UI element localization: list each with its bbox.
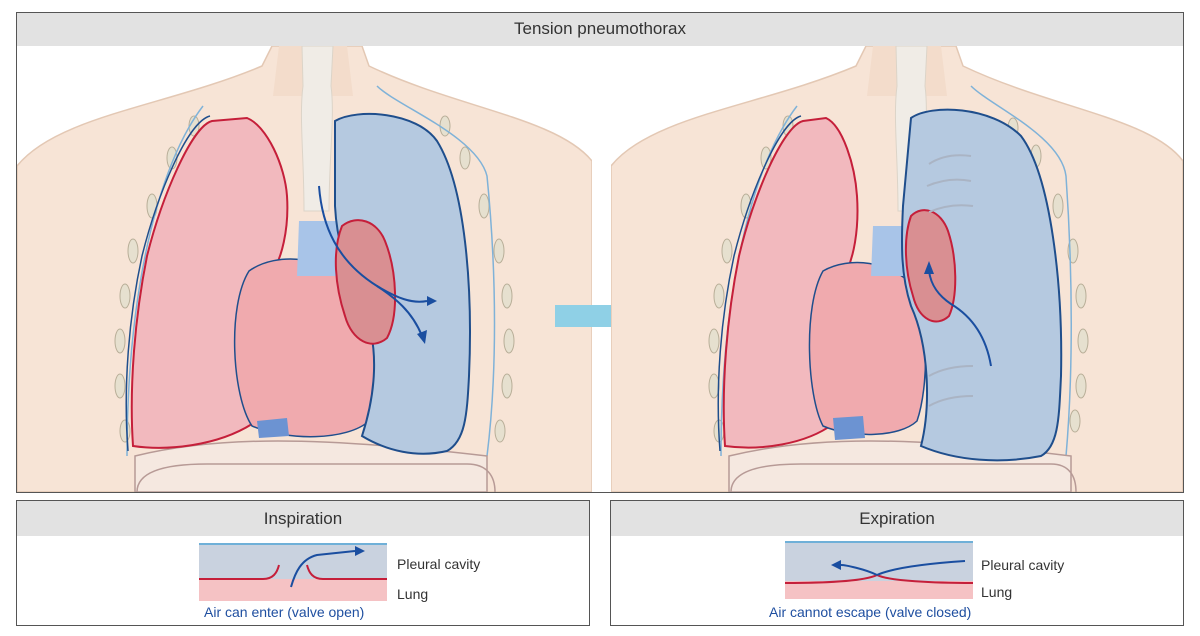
expiration-chest-panel (611, 46, 1183, 492)
lung-label: Lung (397, 586, 429, 602)
inspiration-chest-panel (17, 46, 592, 492)
expiration-detail-box: Expiration Pleural cavity Lung Air canno… (610, 500, 1184, 626)
airflow-arrowhead (924, 261, 934, 274)
vena-cava (833, 416, 865, 440)
abdomen-outline (730, 463, 1077, 492)
expiration-title: Expiration (611, 501, 1183, 536)
pleural-cavity-label: Pleural cavity (397, 556, 481, 572)
ribs-right (439, 115, 515, 443)
pleural-cavity-label: Pleural cavity (981, 557, 1065, 573)
outer-pleura-right (376, 85, 496, 457)
lung-left-pink (130, 116, 289, 449)
diagram-title: Tension pneumothorax (17, 13, 1183, 46)
main-illustration-frame: Tension pneumothorax (16, 12, 1184, 493)
inspiration-detail-box: Inspiration Pleural cavity Lung Air can … (16, 500, 590, 626)
valve-closed-note: Air cannot escape (valve closed) (769, 604, 972, 620)
trachea (300, 46, 334, 212)
lung-right-blue (900, 108, 1063, 462)
airflow-arrow (928, 270, 992, 367)
inspiration-title: Inspiration (17, 501, 589, 536)
airflow-arrowhead-1 (427, 296, 437, 306)
ribs-right (1007, 117, 1089, 433)
airflow-arrows (318, 185, 428, 337)
inspiration-valve-diagram (199, 543, 387, 601)
abdomen-outline (136, 463, 496, 492)
outer-pleura-left (126, 105, 204, 457)
lung-label: Lung (981, 584, 1013, 600)
vena-cava (257, 418, 289, 438)
collapsed-lung (334, 219, 397, 345)
lung-left-pink (722, 116, 859, 449)
pressure-arrows (926, 154, 974, 407)
expiration-valve-diagram (785, 541, 974, 599)
valve-open-note: Air can enter (valve open) (204, 604, 365, 620)
airflow-arrowhead-2 (417, 330, 427, 344)
